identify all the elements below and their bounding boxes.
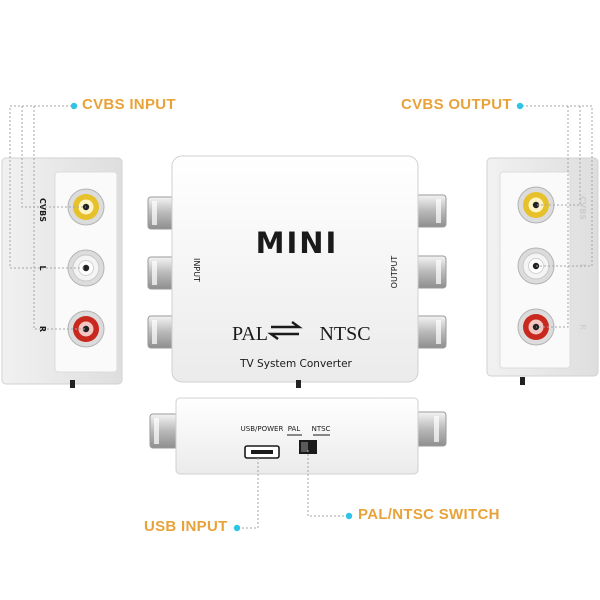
usb-input-callout: USB INPUT <box>144 518 228 535</box>
leader-lines <box>9 105 593 529</box>
input-side-label: INPUT <box>192 258 201 282</box>
pal-ntsc-switch-callout: PAL/NTSC SWITCH <box>358 506 500 523</box>
callout-dot-cvbs-input <box>70 102 78 110</box>
device-subtitle: TV System Converter <box>239 358 352 370</box>
rca-jack-yellow-right <box>517 186 555 224</box>
left-side-panel: CVBS L R <box>1 157 123 388</box>
swap-arrows-icon <box>267 321 303 340</box>
usb-power-label: USB/POWER <box>241 425 284 433</box>
left-r-label: R <box>38 326 47 332</box>
mini-usb-port <box>244 445 280 459</box>
switch-ntsc-label: NTSC <box>312 425 331 433</box>
callout-dot-usb-input <box>233 524 241 532</box>
pal-label: PAL <box>232 323 268 345</box>
cvbs-input-callout: CVBS INPUT <box>82 96 176 113</box>
callout-dot-cvbs-output <box>516 102 524 110</box>
switch-pal-label: PAL <box>288 425 301 433</box>
right-side-panel: CVBS L R <box>486 157 599 385</box>
right-l-label: L <box>578 264 587 269</box>
converter-top-view: MINI INPUT OUTPUT PAL NTSC TV System Con… <box>147 155 447 388</box>
right-cvbs-label: CVBS <box>578 196 587 220</box>
callout-dot-pal-ntsc <box>345 512 353 520</box>
converter-front-view: USB/POWER PAL NTSC <box>149 397 447 475</box>
left-cvbs-label: CVBS <box>38 198 47 222</box>
cvbs-output-callout: CVBS OUTPUT <box>401 96 512 113</box>
rca-jack-white-left <box>67 249 105 287</box>
rca-jack-red-left <box>67 310 105 348</box>
mini-logo: MINI <box>256 226 339 260</box>
output-connectors <box>415 194 447 349</box>
right-r-label: R <box>578 324 587 330</box>
ntsc-label: NTSC <box>319 323 370 345</box>
output-side-label: OUTPUT <box>390 256 399 289</box>
pal-ntsc-slide-switch <box>299 440 317 454</box>
